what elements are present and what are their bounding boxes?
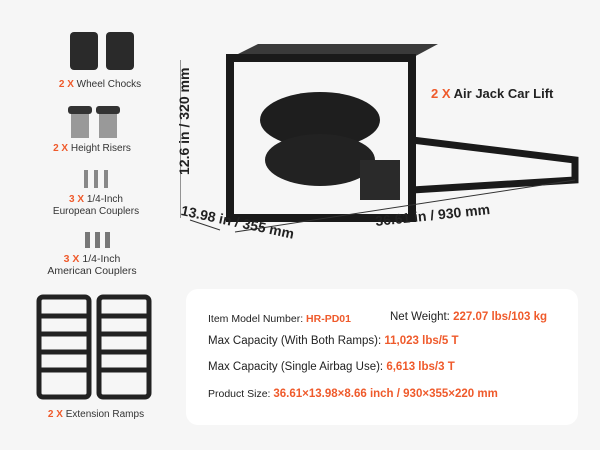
accessory-wheel-chocks: 2 X Wheel Chocks — [58, 79, 142, 90]
product-title: 2 X Air Jack Car Lift — [431, 86, 554, 101]
specs-panel — [186, 289, 578, 425]
air-jack-lift-image — [180, 44, 579, 233]
wheel-chocks-image — [70, 32, 134, 70]
height-dimension: 12.6 in / 320 mm — [176, 67, 192, 175]
spec-size: Product Size: 36.61×13.98×8.66 inch / 93… — [208, 388, 498, 400]
spec-weight: Net Weight: 227.07 lbs/103 kg — [390, 311, 548, 323]
spec-capacity-ramps: Max Capacity (With Both Ramps): 11,023 l… — [208, 335, 459, 347]
height-risers-image — [68, 106, 120, 138]
spec-model: Item Model Number: HR-PD01 — [208, 313, 351, 325]
accessory-extension-ramps: 2 X Extension Ramps — [47, 409, 145, 420]
spec-capacity-single: Max Capacity (Single Airbag Use): 6,613 … — [208, 361, 455, 373]
european-couplers-image — [84, 170, 108, 188]
accessory-height-risers: 2 X Height Risers — [53, 143, 131, 154]
extension-ramps-image — [36, 294, 152, 400]
american-couplers-image — [85, 232, 110, 248]
